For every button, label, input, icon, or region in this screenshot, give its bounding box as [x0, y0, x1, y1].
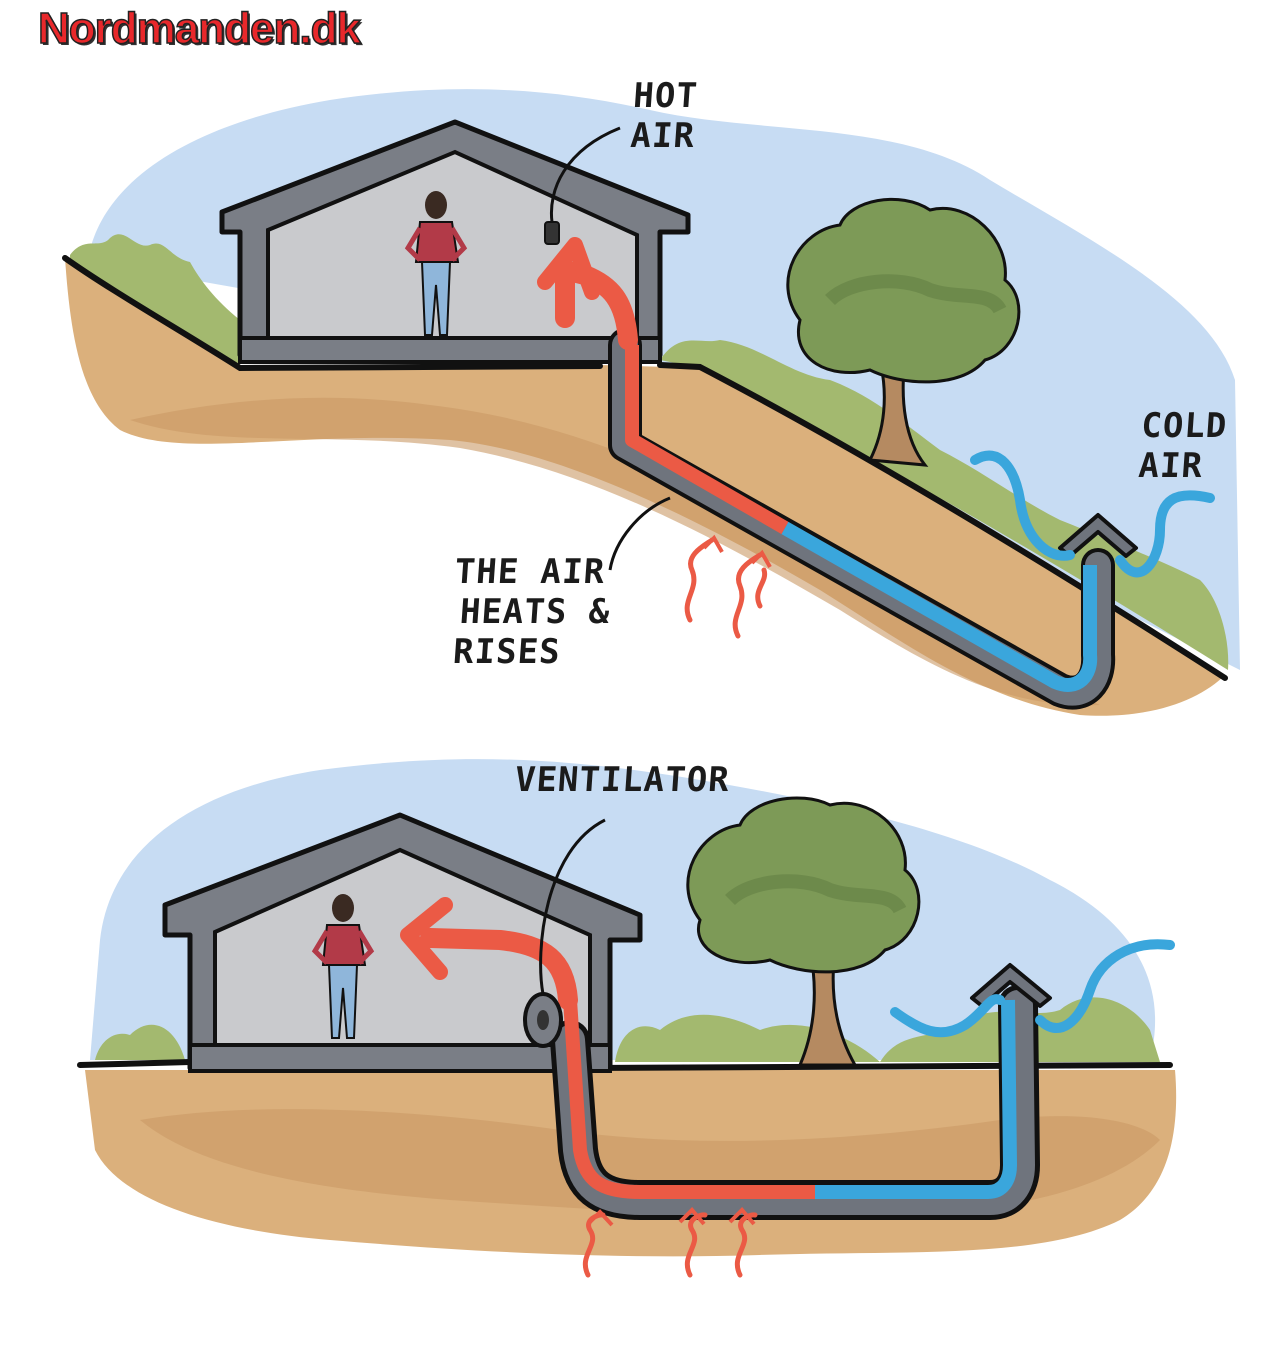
bottom-ground-line	[77, 1059, 1173, 1071]
label-heats-line-2: HEATS &	[458, 592, 612, 632]
top-person	[404, 191, 468, 336]
label-hot-air-line-2: AIR	[629, 116, 697, 156]
top-sensor	[544, 221, 560, 245]
label-air-heats-rises: THE AIR HEATS & RISES	[448, 552, 615, 672]
top-cold-air-wave	[970, 450, 1215, 578]
label-ventilator: VENTILATOR	[513, 760, 732, 800]
top-panel	[62, 89, 1240, 716]
bottom-pipe-warm	[563, 999, 815, 1199]
label-cold-air-line-1: COLD	[1140, 406, 1229, 446]
label-hot-air: HOT AIR	[629, 76, 699, 156]
bottom-tree	[686, 796, 921, 1067]
label-cold-air-line-2: AIR	[1137, 446, 1205, 486]
top-heat-squiggles	[684, 537, 768, 639]
top-grass-left	[70, 234, 240, 365]
top-ground-line	[62, 255, 1228, 681]
bottom-cold-air-wave	[890, 939, 1175, 1038]
bottom-hot-air-arrow	[420, 928, 578, 1010]
watermark-logo: Nordmanden.dk	[37, 3, 361, 54]
bottom-grass-left	[95, 1024, 185, 1060]
label-heats-line-3: RISES	[451, 632, 562, 672]
label-heats-line-1: THE AIR	[453, 552, 607, 592]
bottom-panel	[77, 759, 1177, 1278]
bottom-house	[162, 812, 643, 1073]
top-tree	[786, 197, 1021, 467]
top-pipe-warm	[625, 345, 789, 535]
bottom-ventilator-fan	[523, 818, 606, 1048]
label-cold-air: COLD AIR	[1137, 406, 1228, 486]
bottom-person	[311, 894, 375, 1039]
label-hot-air-line-1: HOT	[632, 76, 700, 116]
top-pipe-cold	[781, 521, 1098, 692]
bottom-pipe-cold	[815, 999, 1018, 1199]
